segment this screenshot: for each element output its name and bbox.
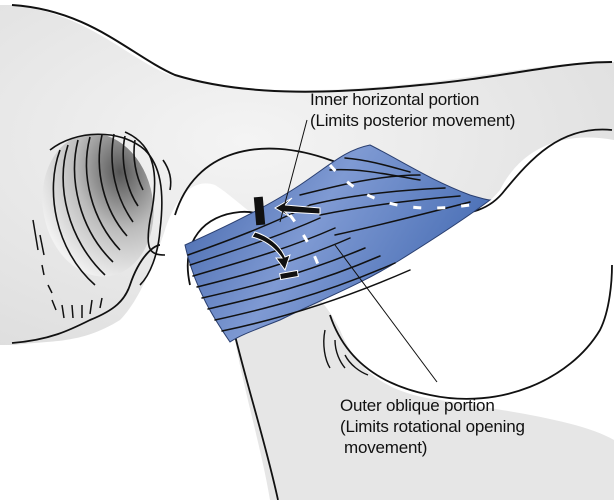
label-inner-description: (Limits posterior movement)	[310, 111, 516, 130]
leader-line-inner	[279, 119, 308, 223]
ligament-dashed-boundary	[288, 164, 471, 271]
tragus-mark	[162, 159, 172, 191]
tragus-outline	[124, 131, 166, 256]
ear-canal-ridges	[49, 133, 163, 286]
ligament-fibers	[187, 157, 471, 332]
label-outer-description-line1: (Limits rotational opening	[340, 417, 525, 436]
rotational-arrow	[251, 231, 299, 281]
label-outer-title: Outer oblique portion	[340, 396, 495, 415]
notch-hatch-marks	[323, 329, 369, 376]
label-inner-horizontal-portion: Inner horizontal portion (Limits posteri…	[310, 89, 515, 131]
mastoid-outline	[11, 244, 161, 344]
mandible-ramus	[230, 300, 614, 500]
leader-line-outer	[334, 244, 438, 383]
ear-canal	[42, 133, 154, 277]
skull-top-outline	[11, 4, 613, 93]
label-outer-description-line2: movement)	[344, 438, 428, 457]
posterior-arrow	[253, 196, 321, 226]
label-inner-title: Inner horizontal portion	[310, 90, 480, 109]
label-outer-oblique-portion: Outer oblique portion (Limits rotational…	[340, 395, 525, 458]
hair-marks	[32, 219, 103, 319]
coronoid-notch-outline	[329, 264, 613, 400]
